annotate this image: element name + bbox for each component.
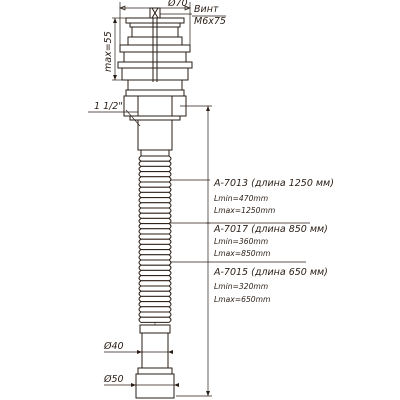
hose-rib bbox=[138, 165, 172, 173]
model-a7017: A-7017 (длина 850 мм) Lmin=360mm Lmax=85… bbox=[170, 222, 328, 258]
hose-rib bbox=[138, 259, 172, 266]
model-a7015-name: A-7015 (длина 650 мм) bbox=[213, 267, 328, 278]
dimension-pipe-d50: Ø50 bbox=[103, 374, 179, 387]
model-a7015-lmax: Lmax=650mm bbox=[214, 295, 270, 304]
thread-label: 1 1/2" bbox=[94, 101, 123, 112]
model-a7015: A-7015 (длина 650 мм) Lmin=320mm Lmax=65… bbox=[170, 261, 328, 304]
hose-rib bbox=[138, 311, 172, 318]
hose-rib bbox=[138, 212, 172, 219]
hose-rib bbox=[138, 316, 172, 323]
top-diameter-label: Ø70 bbox=[167, 0, 188, 9]
hose-rib bbox=[138, 280, 172, 287]
union-nut bbox=[123, 89, 187, 121]
hose-rib bbox=[138, 181, 172, 188]
hose-rib bbox=[138, 207, 172, 214]
hose-rib bbox=[138, 228, 172, 235]
hose-rib bbox=[138, 249, 172, 256]
hose-rib bbox=[138, 295, 172, 303]
model-a7017-lmax: Lmax=850mm bbox=[214, 249, 270, 258]
dimension-top-diameter: Ø70 bbox=[119, 0, 191, 45]
hose-rib bbox=[138, 176, 172, 183]
model-a7013-name: A-7013 (длина 1250 мм) bbox=[213, 178, 334, 189]
hose-rib bbox=[138, 285, 172, 292]
model-a7013-lmax: Lmax=1250mm bbox=[214, 206, 275, 215]
hose-rib bbox=[138, 306, 172, 313]
model-a7017-lmin: Lmin=360mm bbox=[214, 237, 268, 246]
hose-rib bbox=[138, 160, 172, 167]
model-a7013-lmin: Lmin=470mm bbox=[214, 194, 268, 203]
model-a7013: A-7013 (длина 1250 мм) Lmin=470mm Lmax=1… bbox=[170, 178, 334, 215]
hose-rib bbox=[138, 254, 172, 261]
model-a7015-lmin: Lmin=320mm bbox=[214, 282, 268, 291]
hose-rib bbox=[138, 223, 172, 230]
outlet-pipe bbox=[135, 324, 175, 399]
hose-rib bbox=[138, 290, 172, 297]
dimension-overall-length bbox=[176, 105, 212, 397]
hose-rib bbox=[138, 202, 172, 209]
pipe-d40-label: Ø40 bbox=[103, 341, 124, 352]
hose-rib bbox=[138, 155, 172, 162]
screw-title: Винт bbox=[194, 4, 219, 15]
dimension-max-height: max=55 bbox=[103, 17, 126, 81]
hose-rib bbox=[138, 233, 172, 240]
model-a7017-name: A-7017 (длина 850 мм) bbox=[213, 224, 328, 235]
thread-callout: 1 1/2" bbox=[88, 101, 141, 127]
pipe-d50-label: Ø50 bbox=[103, 374, 124, 385]
screw-size: M6x75 bbox=[194, 16, 226, 27]
dimension-pipe-d40: Ø40 bbox=[103, 341, 173, 354]
hose-rib bbox=[138, 269, 172, 277]
screw bbox=[149, 7, 161, 82]
corrugated-hose bbox=[138, 155, 172, 323]
hose-rib bbox=[138, 171, 172, 178]
hose-rib bbox=[138, 217, 172, 225]
hose-rib bbox=[138, 275, 172, 282]
hose-rib bbox=[138, 243, 172, 251]
screw-callout: Винт M6x75 bbox=[160, 4, 226, 27]
drain-cap bbox=[117, 17, 193, 91]
max-height-label: max=55 bbox=[103, 31, 114, 72]
hose-rib bbox=[138, 301, 172, 308]
hose-rib bbox=[138, 264, 172, 271]
upper-pipe bbox=[137, 119, 173, 157]
hose-rib bbox=[138, 238, 172, 245]
hose-rib bbox=[138, 191, 172, 199]
hose-rib bbox=[138, 186, 172, 193]
hose-rib bbox=[138, 197, 172, 204]
